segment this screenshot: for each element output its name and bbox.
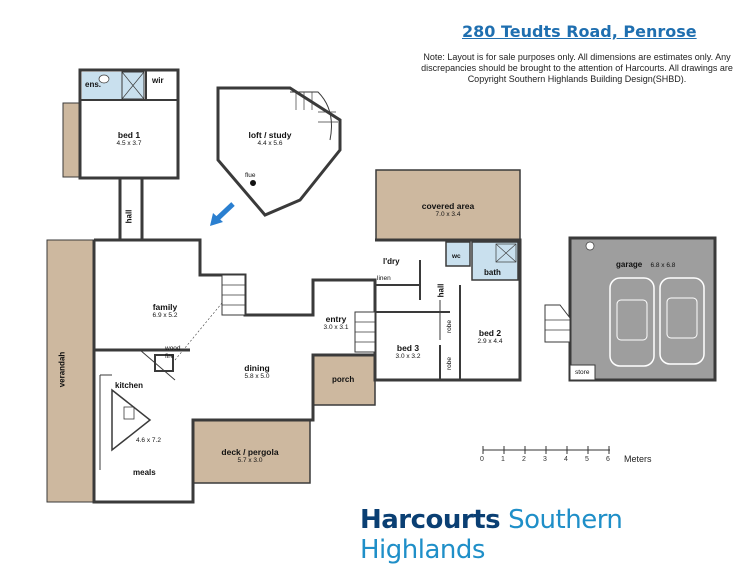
wood-fire-label: wood fire xyxy=(165,345,181,360)
room-hall: hall xyxy=(124,209,134,224)
stair-arrow-icon xyxy=(210,202,235,226)
garage-floor xyxy=(568,236,717,382)
scale-tick-label: 6 xyxy=(606,456,610,463)
room-name: bed 1 xyxy=(117,130,141,140)
scale-tick-label: 1 xyxy=(501,456,505,463)
brand-primary: Harcourts xyxy=(360,505,501,535)
robe-label-2: robe xyxy=(446,356,454,371)
brand-secondary: Southern Highlands xyxy=(360,505,623,565)
car-icon xyxy=(609,277,655,367)
wc-floor xyxy=(445,241,471,267)
room-loft-study: loft / study 4.4 x 5.6 xyxy=(240,130,300,148)
flue-label: flue xyxy=(245,172,256,179)
room-kitchen: kitchen xyxy=(115,381,144,390)
room-dimensions: 2.9 x 4.4 xyxy=(477,338,503,345)
room-store: store xyxy=(575,369,590,376)
bed1-deck xyxy=(62,102,82,178)
bed1-walls xyxy=(78,68,180,180)
disclaimer-note: Note: Layout is for sale purposes only. … xyxy=(421,52,733,84)
scale-tick-label: 2 xyxy=(522,456,526,463)
verandah-area xyxy=(46,239,95,503)
deck-floor xyxy=(192,419,311,484)
room-name: loft / study xyxy=(248,130,292,140)
garage-stairs xyxy=(544,304,571,343)
room-dimensions: 5.7 x 3.0 xyxy=(237,457,263,464)
room-bath: bath xyxy=(484,268,501,277)
room-ensuite: ens. xyxy=(85,80,102,89)
scale-tick-label: 5 xyxy=(585,456,589,463)
room-entry: entry 3.0 x 3.1 xyxy=(316,314,356,332)
room-linen: linen xyxy=(377,275,391,282)
room-bed-3: bed 3 3.0 x 3.2 xyxy=(388,343,428,361)
room-dining: dining 5.8 x 5.0 xyxy=(232,363,282,381)
flue-marker xyxy=(250,180,256,186)
room-deck-pergola: deck / pergola 5.7 x 3.0 xyxy=(210,447,290,465)
room-bed-1: bed 1 4.5 x 3.7 xyxy=(104,130,154,148)
room-dimensions: 4.4 x 5.6 xyxy=(257,140,283,147)
room-name: bed 3 xyxy=(396,343,420,353)
scale-bar xyxy=(482,446,610,454)
loft-walls xyxy=(216,86,342,217)
room-name: garage xyxy=(616,260,643,269)
scale-tick-label: 3 xyxy=(543,456,547,463)
room-dimensions: 5.8 x 5.0 xyxy=(244,373,270,380)
room-dimensions: 6.8 x 6.8 xyxy=(650,262,676,269)
room-dimensions: 3.0 x 3.2 xyxy=(395,353,421,360)
room-bed-2: bed 2 2.9 x 4.4 xyxy=(470,328,510,346)
room-dimensions: 3.0 x 3.1 xyxy=(323,324,349,331)
room-dimensions: 6.9 x 5.2 xyxy=(152,312,178,319)
room-name: family xyxy=(152,302,178,312)
room-name: covered area xyxy=(421,201,475,211)
room-meals: meals xyxy=(133,468,156,477)
scale-unit: Meters xyxy=(624,454,652,464)
room-laundry: l'dry xyxy=(383,257,400,266)
room-hall-2: hall xyxy=(436,283,446,298)
bedroom-wing-walls xyxy=(373,238,522,382)
main-house-walls xyxy=(92,238,377,504)
scale-tick-label: 4 xyxy=(564,456,568,463)
room-name: deck / pergola xyxy=(221,447,279,457)
room-covered-area: covered area 7.0 x 3.4 xyxy=(410,201,486,219)
room-dimensions: 7.0 x 3.4 xyxy=(435,211,461,218)
room-wir: wir xyxy=(152,76,164,85)
scale-tick-label: 0 xyxy=(480,456,484,463)
room-name: bed 2 xyxy=(478,328,502,338)
room-garage: garage 6.8 x 6.8 xyxy=(616,260,675,269)
room-wc: wc xyxy=(452,253,461,260)
room-dimensions: 4.5 x 3.7 xyxy=(116,140,142,147)
kitchen-dimensions: 4.6 x 7.2 xyxy=(136,437,161,444)
kitchen-island xyxy=(111,388,152,452)
robe-label-1: robe xyxy=(446,319,454,334)
covered-area-floor xyxy=(375,169,521,241)
car-icon xyxy=(659,277,705,365)
room-name: dining xyxy=(244,363,270,373)
room-family: family 6.9 x 5.2 xyxy=(135,302,195,320)
porch-floor xyxy=(312,354,376,406)
room-porch: porch xyxy=(332,375,355,384)
property-title: 280 Teudts Road, Penrose xyxy=(462,22,697,41)
room-name: entry xyxy=(325,314,347,324)
room-verandah: verandah xyxy=(57,351,67,388)
